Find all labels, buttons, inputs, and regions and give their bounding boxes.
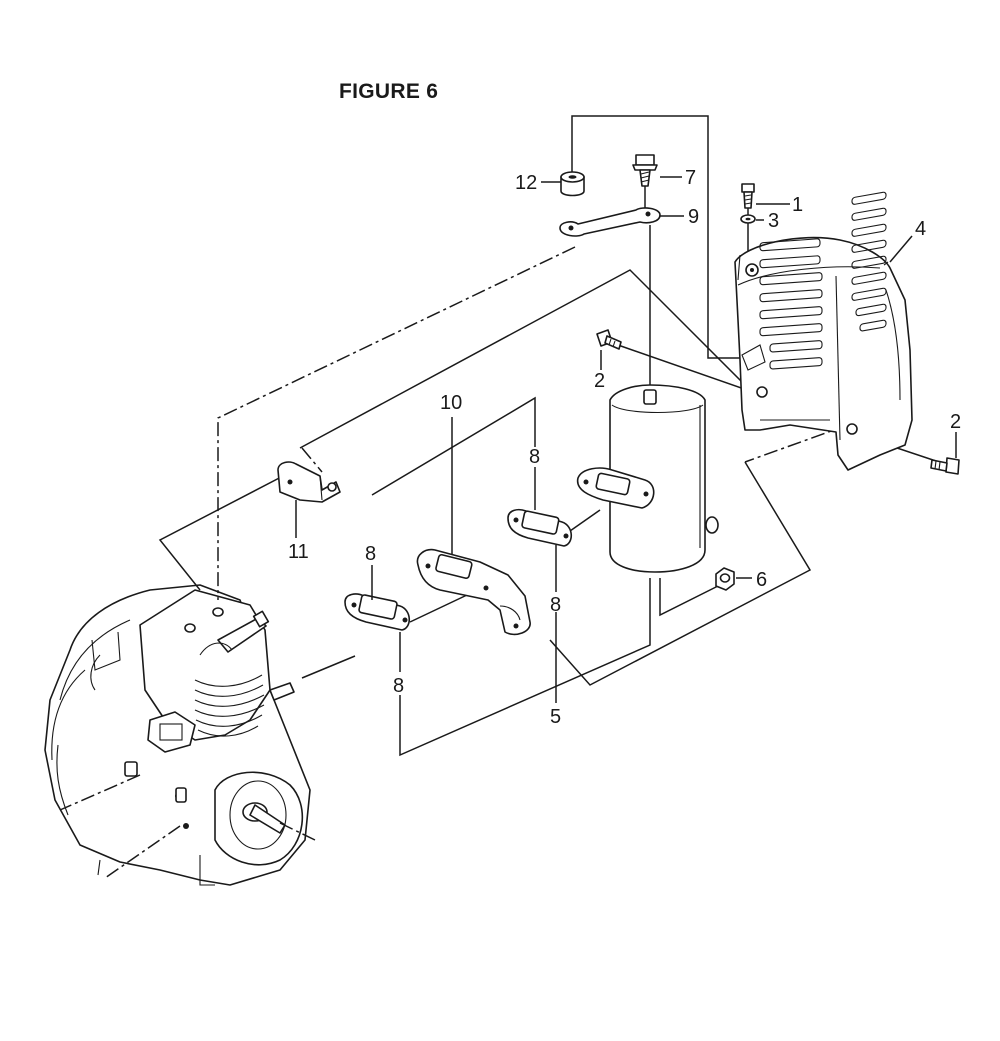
- bolt-part-1: [741, 183, 755, 209]
- heat-shield-plate-part-10: [416, 548, 531, 636]
- callout-11: 11: [288, 541, 309, 563]
- callout-8-left: 8: [365, 543, 376, 565]
- bolt-part-2-right: [930, 457, 960, 475]
- callout-10: 10: [440, 392, 462, 414]
- muffler-stay-bracket-part-9: [559, 207, 661, 237]
- gasket-part-8-left: [344, 593, 411, 631]
- nut-part-6: [715, 567, 735, 591]
- callout-9: 9: [688, 206, 699, 228]
- callout-5: 5: [550, 706, 561, 728]
- assembly-guide-lines: [158, 115, 937, 757]
- callout-8-bottom: 8: [393, 675, 404, 697]
- spacer-collar-part-12: [560, 171, 585, 197]
- engine-cylinder-assembly: [44, 584, 316, 886]
- callout-6: 6: [756, 569, 767, 591]
- callout-leaders: [295, 176, 957, 703]
- callout-12: 12: [515, 172, 537, 194]
- callout-labels: 12 7 9 1 3 4 2 2 10 8 8 11 6 8 8 5: [288, 167, 961, 728]
- callout-8-top: 8: [529, 446, 540, 468]
- washer-part-3: [740, 214, 756, 224]
- callout-2-left: 2: [594, 370, 605, 392]
- callout-4: 4: [915, 218, 926, 240]
- bracket-part-11: [277, 461, 341, 503]
- cover-vent-slots-left: [759, 238, 823, 370]
- callout-2-right: 2: [950, 411, 961, 433]
- bolt-part-2-left: [596, 329, 622, 350]
- callout-8-right: 8: [550, 594, 561, 616]
- gasket-part-8-right: [507, 508, 573, 547]
- callout-1: 1: [792, 194, 803, 216]
- muffler-cover-part-4: [734, 191, 913, 471]
- muffler-body-part-5: [576, 384, 719, 573]
- callout-7: 7: [685, 167, 696, 189]
- flange-bolt-part-7: [632, 154, 658, 187]
- callout-3: 3: [768, 210, 779, 232]
- figure-title: FIGURE 6: [339, 80, 439, 103]
